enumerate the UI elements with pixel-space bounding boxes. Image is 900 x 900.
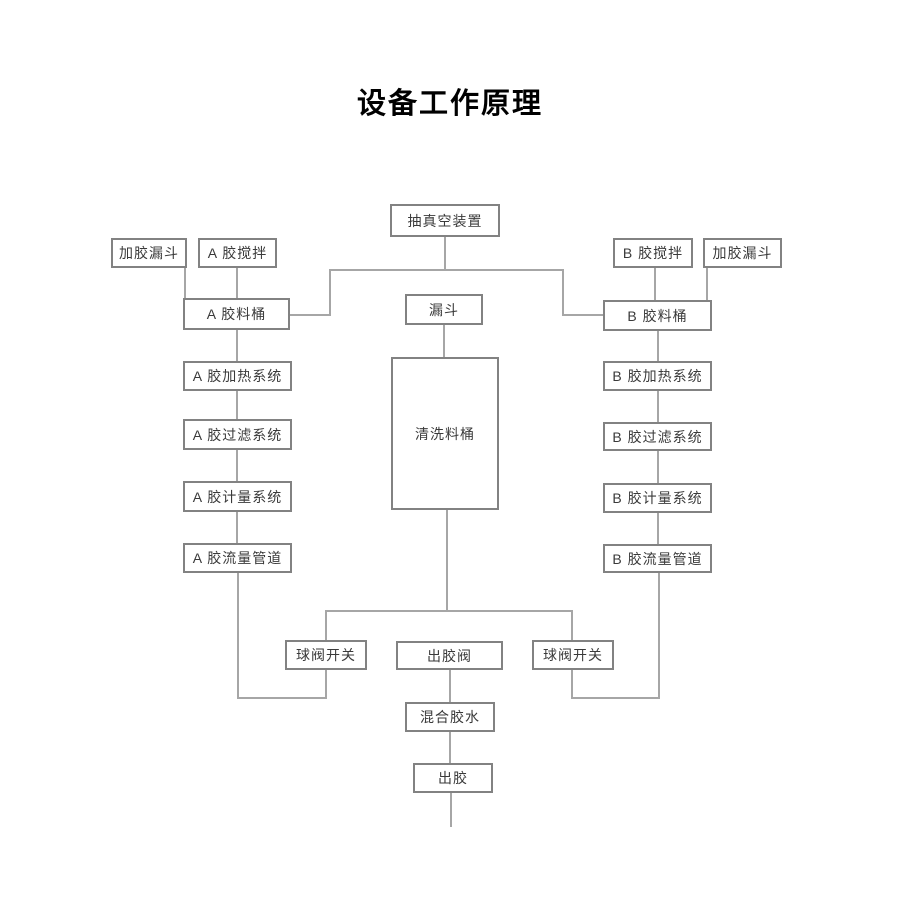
node-glue-b-metering-system: B 胶计量系统 [603,483,712,513]
node-glue-b-flow-pipe: B 胶流量管道 [603,544,712,573]
node-glue-a-heating-system: A 胶加热系统 [183,361,292,391]
node-mixed-glue: 混合胶水 [405,702,495,732]
node-vacuum-device: 抽真空装置 [390,204,500,237]
connector-vacuum-down [444,237,446,270]
connector-flow-b-to-valve-right [571,697,660,699]
connector-valve-left-bottom [325,670,327,699]
connector-heat-a-filter-a [236,391,238,419]
connector-mix-out [449,732,451,763]
connector-to-barrel-a [290,314,331,316]
node-glue-b-heating-system: B 胶加热系统 [603,361,712,391]
connector-hopper-b-down [706,268,708,300]
node-glue-b-barrel: B 胶料桶 [603,300,712,331]
connector-flow-a-down [237,573,239,699]
connector-to-barrel-b [562,314,603,316]
connector-flow-b-down [658,573,660,699]
connector-vacuum-branch [329,269,564,271]
connector-flow-a-to-valve-left [237,697,327,699]
node-glue-feed-hopper-left: 加胶漏斗 [111,238,187,268]
connector-out-down [450,793,452,827]
node-funnel: 漏斗 [405,294,483,325]
connector-valve-right-bottom [571,670,573,699]
connector-stir-a-down [236,268,238,298]
connector-funnel-wash [443,325,445,357]
node-glue-b-stirrer: B 胶搅拌 [613,238,693,268]
page-title: 设备工作原理 [356,88,543,120]
connector-barrel-a-heat-a [236,330,238,361]
node-glue-b-filter-system: B 胶过滤系统 [603,422,712,451]
connector-wash-branch [325,610,573,612]
connector-valve-left-top [325,611,327,640]
node-glue-out: 出胶 [413,763,493,793]
node-glue-a-filter-system: A 胶过滤系统 [183,419,292,450]
node-glue-outlet-valve: 出胶阀 [396,641,503,670]
node-glue-a-flow-pipe: A 胶流量管道 [183,543,292,573]
connector-filter-b-meter-b [657,451,659,483]
connector-branch-left-down [329,269,331,316]
connector-meter-b-flow-b [657,513,659,544]
connector-stir-b-down [654,268,656,300]
connector-outlet-valve-mix [449,670,451,702]
node-glue-a-stirrer: A 胶搅拌 [198,238,277,268]
node-ball-valve-switch-right: 球阀开关 [532,640,614,670]
node-glue-a-barrel: A 胶料桶 [183,298,290,330]
connector-filter-a-meter-a [236,450,238,481]
connector-branch-right-down [562,269,564,316]
connector-heat-b-filter-b [657,391,659,422]
connector-wash-down [446,510,448,611]
connector-hopper-a-down [184,268,186,298]
node-glue-a-metering-system: A 胶计量系统 [183,481,292,512]
connector-barrel-b-heat-b [657,331,659,361]
connector-meter-a-flow-a [236,512,238,543]
node-glue-feed-hopper-right: 加胶漏斗 [703,238,782,268]
connector-valve-right-top [571,611,573,640]
node-cleaning-barrel: 清洗料桶 [391,357,499,510]
node-ball-valve-switch-left: 球阀开关 [285,640,367,670]
